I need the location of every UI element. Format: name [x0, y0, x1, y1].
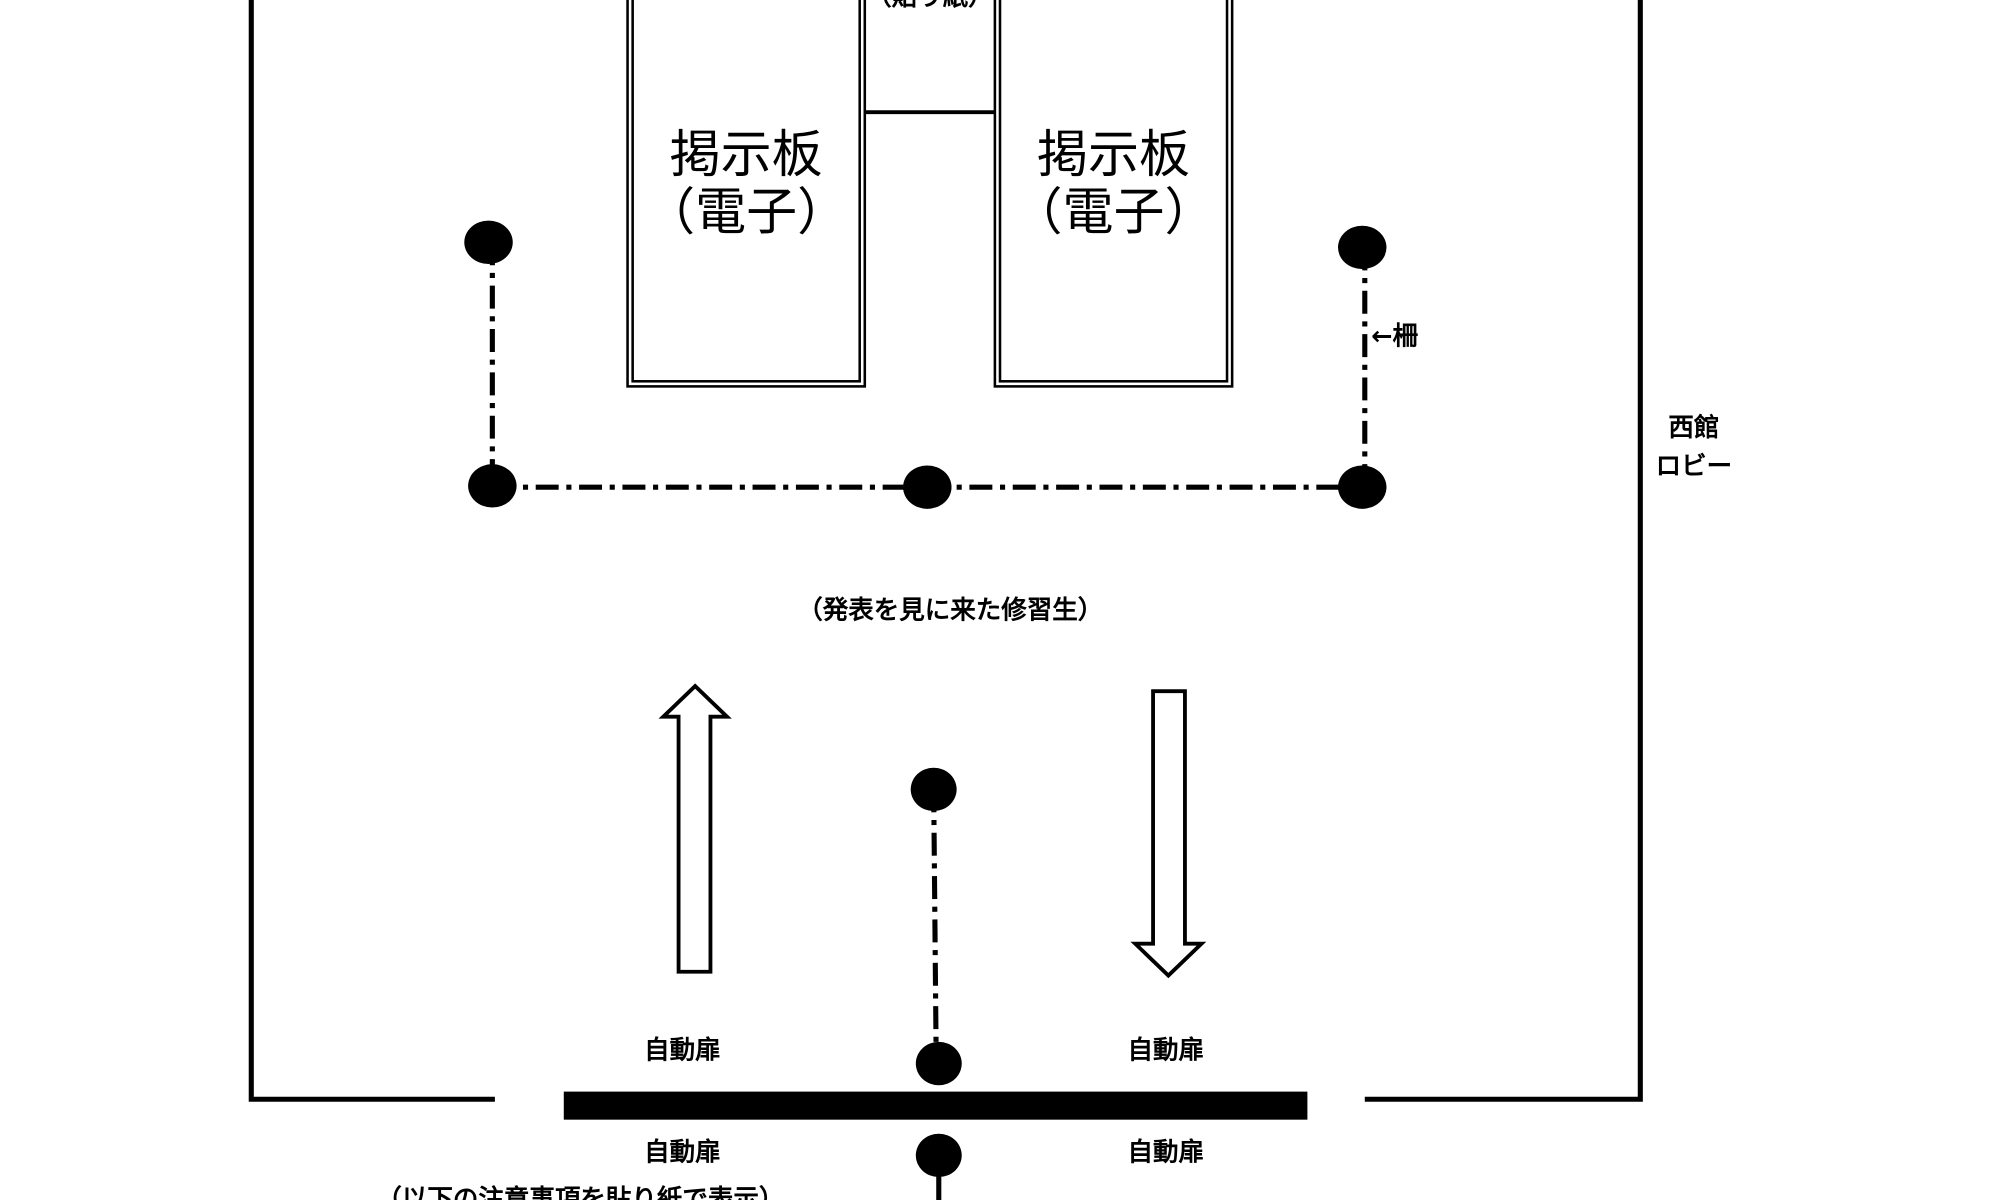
arrow-down-icon: [1130, 689, 1207, 979]
top-label: （貼り紙）: [866, 0, 994, 12]
walls: [248, 0, 1643, 1102]
arrow-up-icon: [658, 683, 732, 974]
door-outer-left: 自動扉: [644, 1137, 721, 1167]
fence-posts: [464, 220, 1387, 1178]
visitors-label: （発表を見に来た修習生）: [797, 595, 1103, 625]
board-right: [993, 0, 1234, 388]
wall-left: [248, 0, 495, 1102]
door-inner-right: 自動扉: [1128, 1035, 1205, 1065]
lobby-label-2: ロビー: [1656, 451, 1733, 481]
board-left-title: 掲示板: [670, 126, 823, 185]
entrance-bar: [563, 1091, 1308, 1120]
fence-label: ←柵: [1371, 321, 1418, 351]
door-outer-right: 自動扉: [1128, 1137, 1205, 1167]
wall-right: [1364, 0, 1643, 1102]
board-right-subtitle: （電子）: [1012, 184, 1216, 243]
board-right-title: 掲示板: [1037, 126, 1190, 185]
door-inner-left: 自動扉: [644, 1035, 721, 1065]
lobby-label-1: 西館: [1668, 413, 1719, 443]
notice-label: （以下の注意事項を貼り紙で表示）: [376, 1185, 784, 1200]
board-left: [626, 0, 867, 388]
board-left-subtitle: （電子）: [644, 184, 848, 243]
